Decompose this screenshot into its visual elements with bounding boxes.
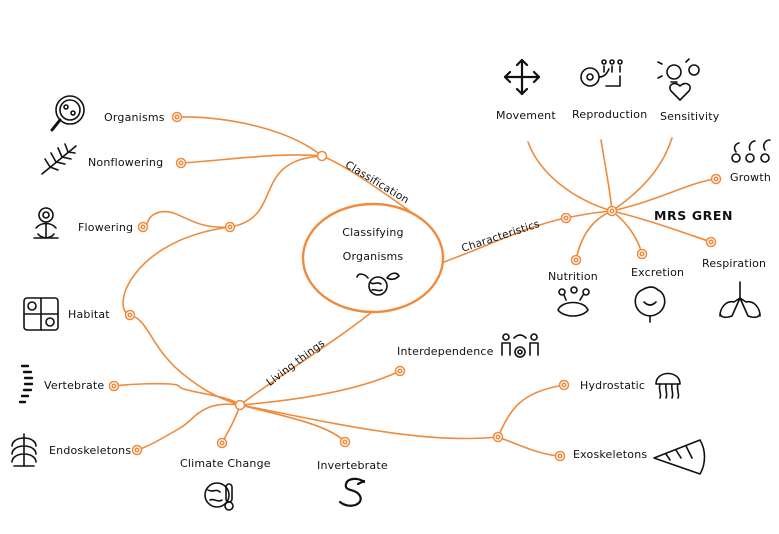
earth-leaf-icon — [356, 272, 400, 296]
node-exoskeletons[interactable]: Exoskeletons — [573, 448, 648, 461]
sensitivity-icon — [657, 58, 700, 101]
nutrition-icon — [557, 286, 590, 317]
node-invertebrate[interactable]: Invertebrate — [317, 459, 388, 472]
flower-icon — [33, 207, 59, 239]
climate-globe-icon — [204, 482, 234, 511]
node-nutrition[interactable]: Nutrition — [548, 270, 598, 283]
mrs-gren-title: MRS GREN — [654, 208, 734, 223]
jellyfish-icon — [655, 372, 681, 399]
node-organisms[interactable]: Organisms — [104, 111, 165, 124]
node-vertebrate[interactable]: Vertebrate — [44, 379, 105, 392]
center-title-line1: Classifying — [342, 226, 404, 239]
node-hydrostatic[interactable]: Hydrostatic — [580, 379, 646, 392]
node-reproduction[interactable]: Reproduction — [572, 108, 648, 121]
reproduction-icon — [580, 59, 623, 87]
habitat-icon — [23, 297, 59, 331]
worm-icon — [338, 477, 366, 507]
spine-icon — [18, 364, 34, 404]
connector-lines — [113, 116, 717, 457]
ribcage-icon — [11, 433, 37, 467]
lungs-icon — [719, 281, 761, 319]
node-nonflowering[interactable]: Nonflowering — [88, 156, 164, 169]
characteristics-branch — [443, 217, 567, 263]
center-oval — [301, 202, 445, 314]
classification-branch — [321, 155, 412, 213]
node-endoskeletons[interactable]: Endoskeletons — [49, 444, 132, 457]
interdependence-icon — [501, 333, 539, 358]
growth-icon — [731, 139, 771, 163]
node-habitat[interactable]: Habitat — [68, 308, 110, 321]
magnifier-icon — [50, 95, 85, 132]
center-title-line2: Organisms — [342, 250, 404, 263]
node-respiration[interactable]: Respiration — [702, 257, 767, 270]
node-flowering[interactable]: Flowering — [78, 221, 134, 234]
node-climate-change[interactable]: Climate Change — [180, 457, 271, 470]
node-interdependence[interactable]: Interdependence — [397, 345, 494, 358]
node-movement[interactable]: Movement — [496, 109, 556, 122]
node-sensitivity[interactable]: Sensitivity — [660, 110, 720, 123]
move-arrows-icon — [503, 58, 541, 96]
node-excretion[interactable]: Excretion — [631, 266, 685, 279]
shell-icon — [653, 439, 706, 475]
node-growth[interactable]: Growth — [730, 171, 772, 184]
living-things-branch — [239, 311, 373, 406]
fern-icon — [41, 143, 77, 175]
bladder-icon — [634, 286, 666, 323]
node-markers — [108, 111, 722, 462]
